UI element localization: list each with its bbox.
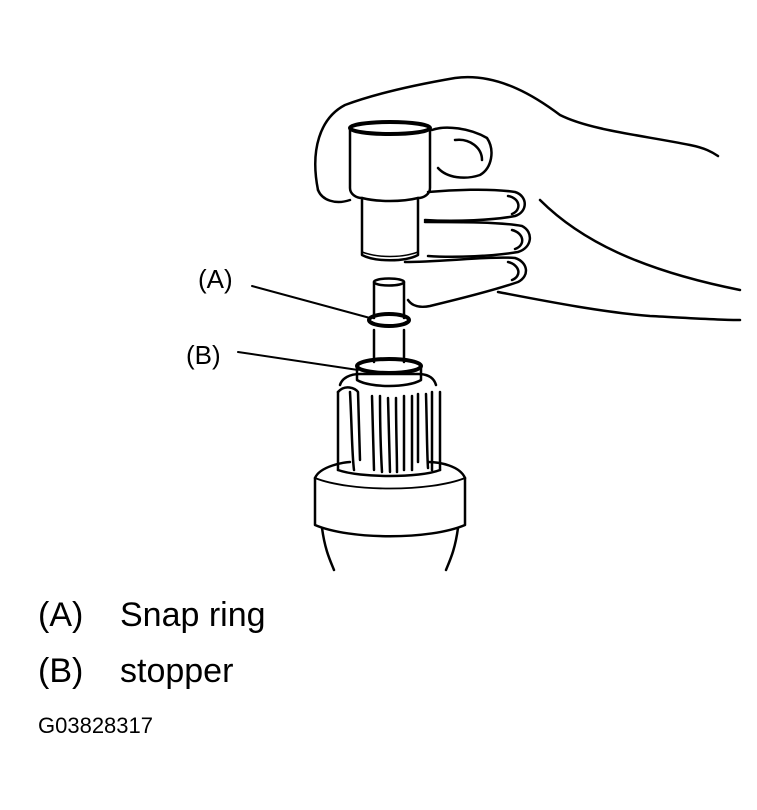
armature-shaft [372, 277, 406, 364]
clutch-housing [313, 460, 467, 572]
legend-text: stopper [120, 652, 234, 690]
leader-line-b [237, 351, 359, 371]
legend-key: (A) [38, 596, 84, 634]
legend-row-stopper: (B) stopper [38, 652, 233, 691]
socket-tool [348, 120, 432, 262]
legend-row-snap-ring: (A) Snap ring [38, 596, 266, 635]
stopper [355, 357, 423, 388]
pinion-gear [336, 372, 442, 478]
legend-text: Snap ring [120, 596, 266, 634]
snap-ring-installation-illustration [237, 75, 742, 572]
callout-label-a: (A) [198, 264, 233, 294]
figure-id: G03828317 [38, 713, 153, 738]
snap-ring [367, 312, 411, 328]
callout-label-b: (B) [186, 340, 221, 370]
leader-line-a [251, 285, 371, 319]
legend-key: (B) [38, 652, 84, 690]
hand-illustration [314, 75, 742, 322]
